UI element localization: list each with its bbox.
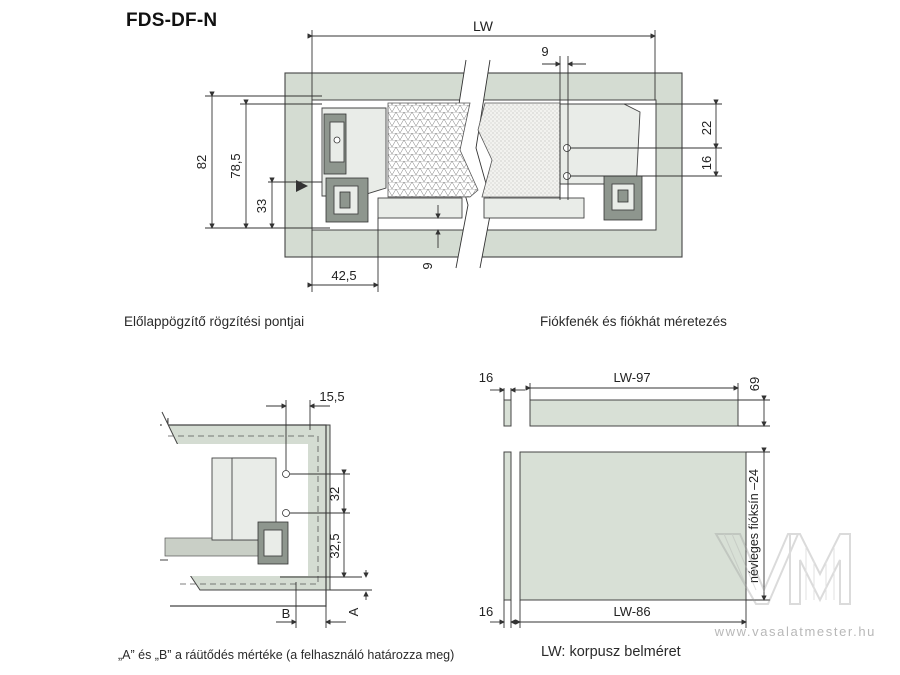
dim-9-bottom: 9 xyxy=(420,262,435,269)
dim-42-5: 42,5 xyxy=(331,268,356,283)
dim-16-top: 16 xyxy=(479,370,493,385)
dim-15-5: 15,5 xyxy=(319,389,344,404)
watermark-url[interactable]: www.vasalatmester.hu xyxy=(714,624,876,639)
back-board-edge xyxy=(503,399,512,427)
caption-note-ab: „A” és „B” a ráütődés mértéke (a felhasz… xyxy=(118,648,455,662)
drawer-back-board xyxy=(477,102,561,198)
side-drawer-bottom xyxy=(164,537,262,557)
watermark-logo xyxy=(714,533,851,605)
dim-a: A xyxy=(346,607,361,616)
drawer-bottom-left xyxy=(377,197,463,219)
dim-16-right: 16 xyxy=(699,156,714,170)
dim-b: B xyxy=(282,606,291,621)
dim-33: 33 xyxy=(254,199,269,213)
drawer-back-mesh xyxy=(387,102,479,198)
dim-lw: LW xyxy=(473,18,494,34)
side-drawing: 15,5 32 32,5 B A xyxy=(160,389,372,628)
dim-32: 32 xyxy=(327,487,342,501)
back-board xyxy=(529,399,739,427)
fixing-hole-lower xyxy=(563,172,571,180)
dim-lw-86: LW-86 xyxy=(613,604,650,619)
caption-bottom-back: Fiókfenék és fiókhát méretezés xyxy=(540,314,727,329)
dim-82: 82 xyxy=(194,155,209,169)
drawer-bottom-right xyxy=(483,197,585,219)
cut-sizes-drawing: 16 LW-97 69 névleges fióksín –24 16 LW-8… xyxy=(479,370,770,628)
side-hole-lower xyxy=(282,509,290,517)
cabinet-outline-dashed xyxy=(168,435,319,585)
caption-lw-definition: LW: korpusz belméret xyxy=(541,644,681,660)
dim-69: 69 xyxy=(747,377,762,391)
dim-lw-97: LW-97 xyxy=(613,370,650,385)
side-hole-upper xyxy=(282,470,290,478)
bottom-board xyxy=(519,451,747,601)
page-title: FDS-DF-N xyxy=(126,10,218,31)
bottom-board-edge xyxy=(503,451,512,601)
dim-32-5: 32,5 xyxy=(327,533,342,558)
fixing-hole-upper xyxy=(563,144,571,152)
dim-slide-length: névleges fióksín –24 xyxy=(747,469,761,583)
dim-22: 22 xyxy=(699,121,714,135)
top-drawing: LW 9 22 16 82 78,5 33 42,5 xyxy=(194,18,722,292)
dim-78-5: 78,5 xyxy=(228,153,243,178)
caption-front-fixing: Előlapрögzítő rögzítési pontjai xyxy=(124,314,305,329)
dim-9-top: 9 xyxy=(541,44,548,59)
dim-16-bottom: 16 xyxy=(479,604,493,619)
fixing-point-arrow xyxy=(296,180,308,192)
